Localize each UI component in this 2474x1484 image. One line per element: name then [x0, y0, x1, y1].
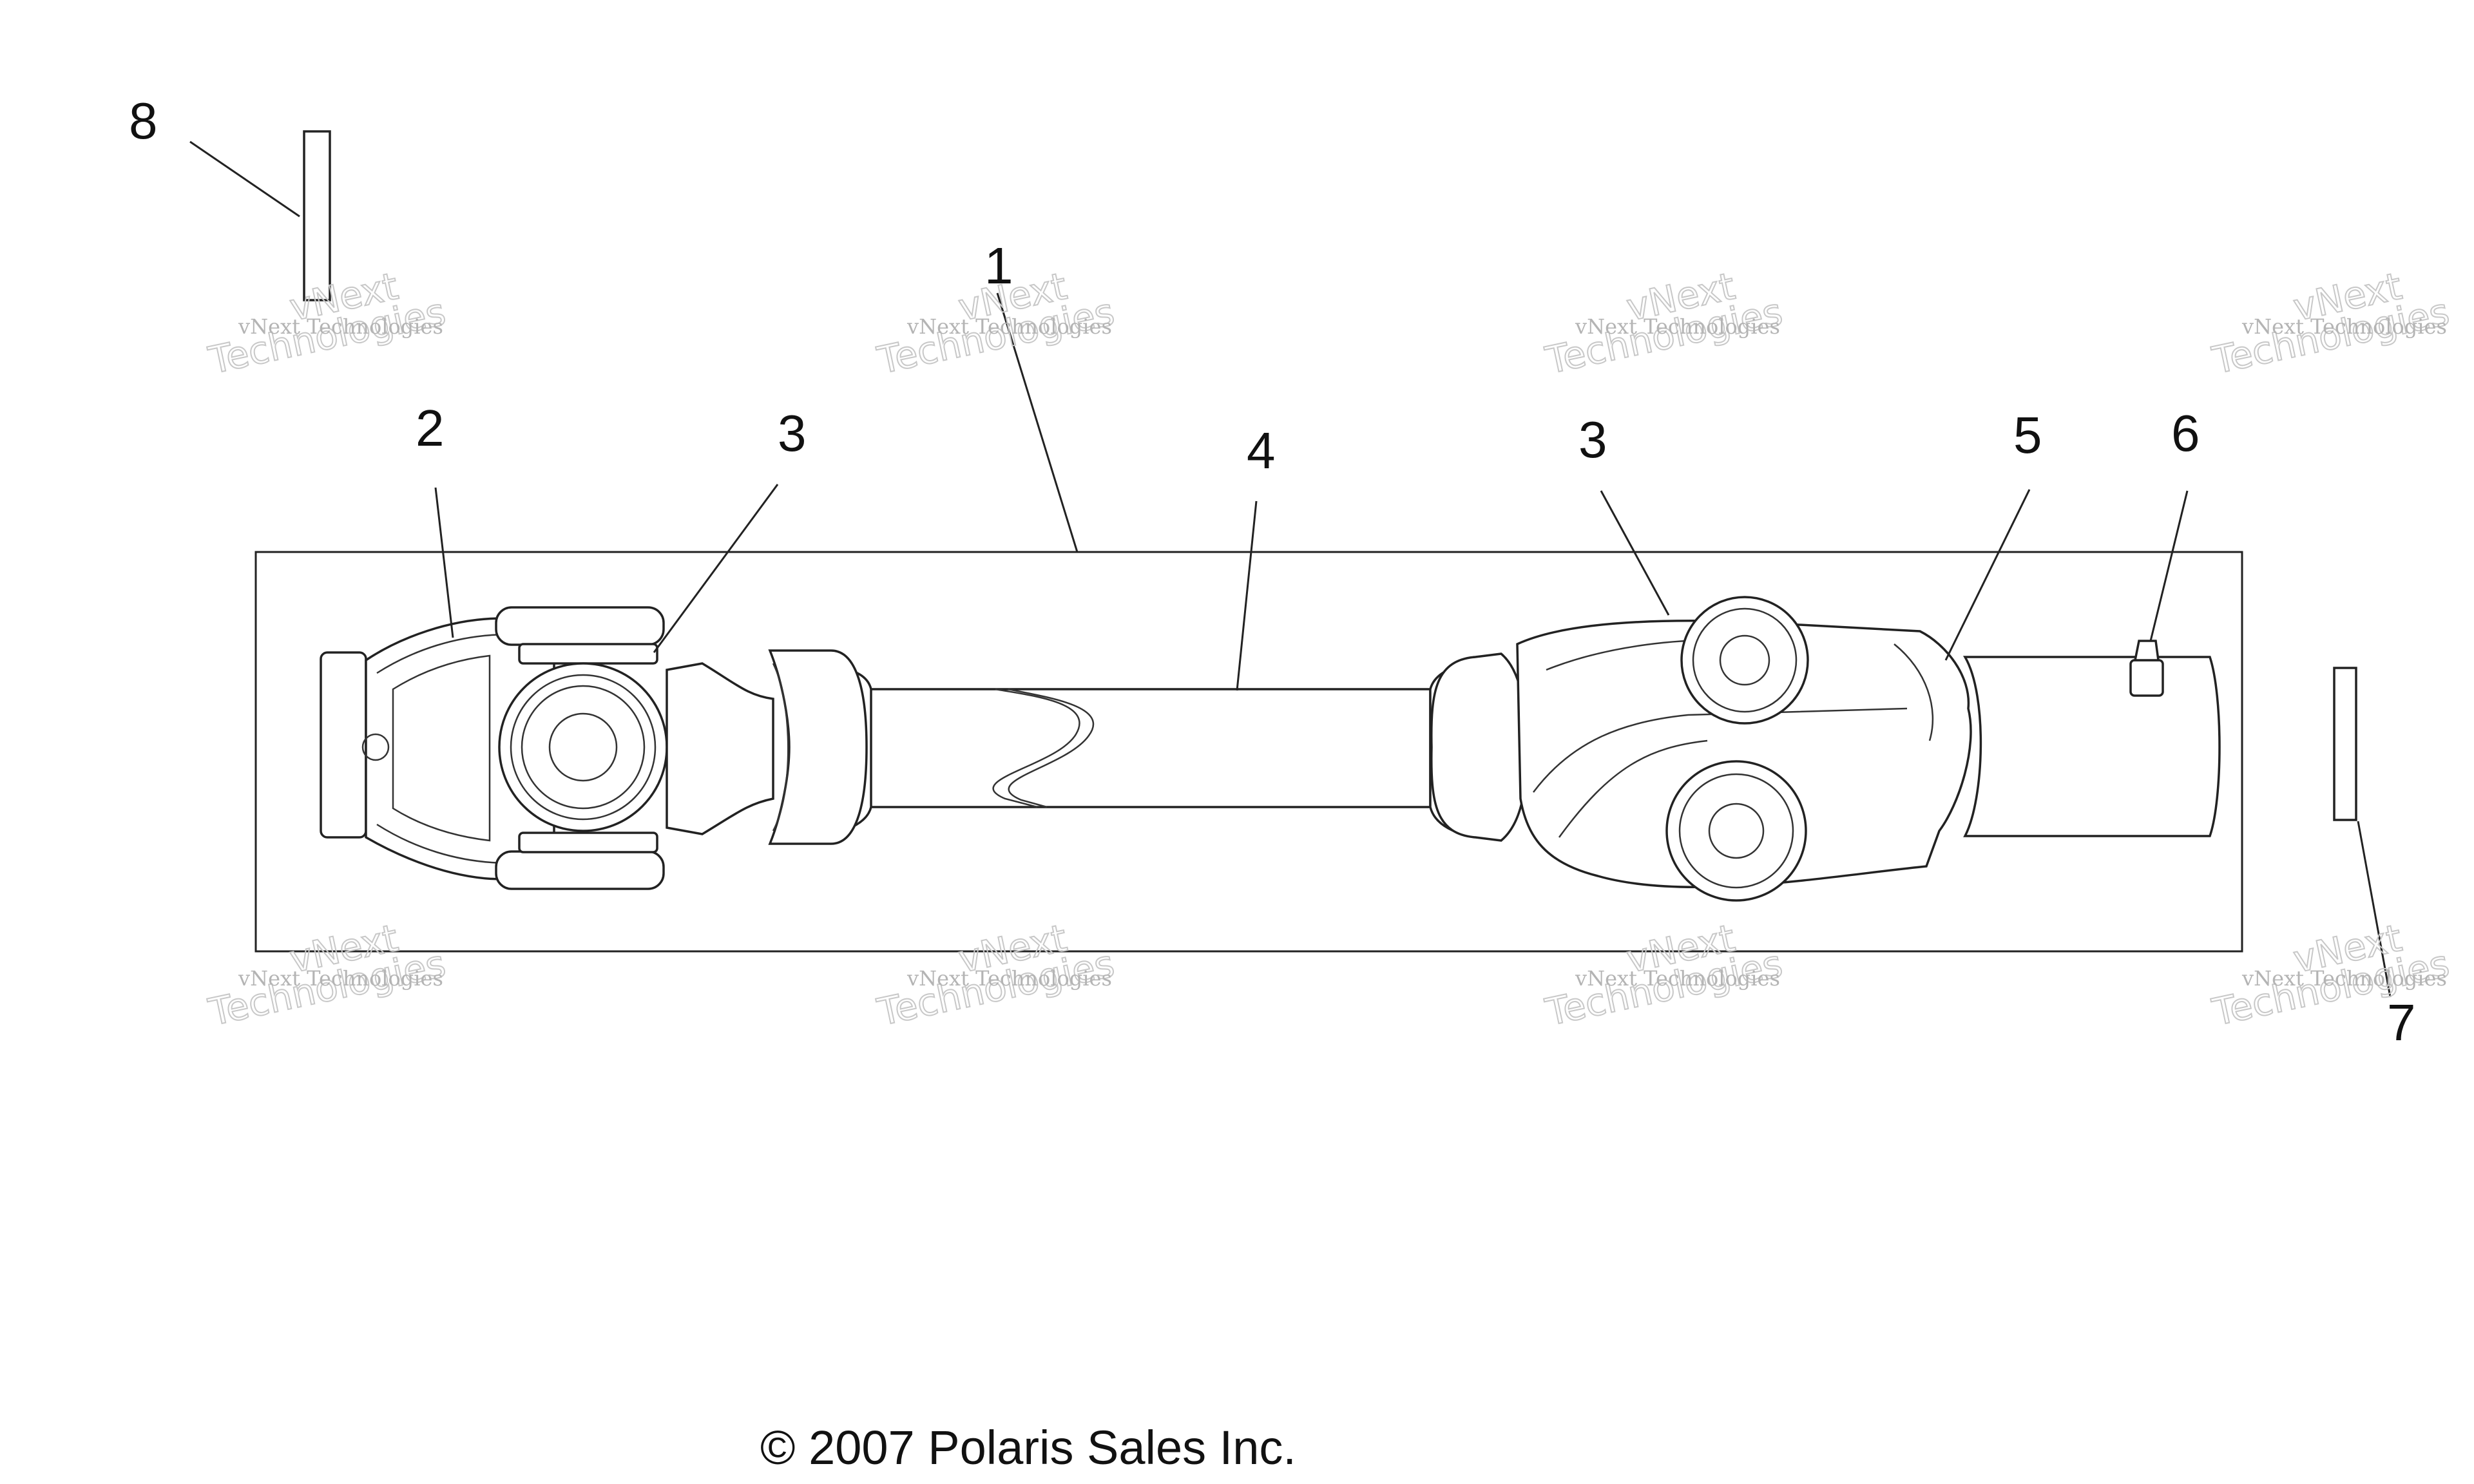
watermark-bottom-3: vNext Technologies vNext Technologies	[1541, 915, 1787, 1035]
watermark-top-3: vNext Technologies vNext Technologies	[1541, 263, 1787, 383]
watermark-bottom-1: vNext Technologies vNext Technologies	[204, 915, 450, 1035]
leader-lines	[189, 140, 2392, 998]
part-3-right-cross-bearing-upper	[1680, 596, 1809, 725]
left-slip-yoke	[666, 649, 868, 845]
callout-2: 2	[416, 399, 445, 457]
part-3-left-cross-bearing	[498, 662, 668, 832]
part-6-grease-fitting	[2129, 640, 2164, 697]
callout-8: 8	[129, 92, 158, 149]
callout-1: 1	[984, 237, 1013, 294]
part-7-bar	[2333, 667, 2357, 821]
watermark-text: vNext Technologies	[238, 966, 443, 991]
callout-5: 5	[2013, 406, 2042, 464]
callout-3-left: 3	[778, 404, 807, 462]
part-2-left-yoke	[320, 606, 665, 890]
watermark-top-2: vNext Technologies vNext Technologies	[873, 263, 1119, 383]
watermark-text: vNext Technologies	[906, 966, 1112, 991]
part-4-shaft	[830, 661, 1470, 838]
watermark-text: vNext Technologies	[2241, 314, 2447, 339]
assembly-boundary-box	[254, 551, 2243, 953]
part-8-bar	[303, 130, 331, 301]
watermark-text: vNext Technologies	[238, 314, 443, 339]
right-slip-yoke	[1430, 652, 1528, 842]
watermark-top-4: vNext Technologies vNext Technologies	[2208, 263, 2454, 383]
watermark-text: vNext Technologies	[906, 314, 1112, 339]
watermark-text: vNext Technologies	[1575, 966, 1780, 991]
callout-7: 7	[2387, 994, 2416, 1051]
part-5-right-yoke	[1516, 620, 2221, 889]
watermark-text: vNext Technologies	[1575, 314, 1780, 339]
watermark-text: vNext Technologies	[2241, 966, 2447, 991]
watermark-top-1: vNext Technologies vNext Technologies	[204, 263, 450, 383]
callout-3-right: 3	[1578, 411, 1607, 468]
callout-6: 6	[2171, 404, 2200, 462]
copyright-notice: © 2007 Polaris Sales Inc.	[760, 1421, 1296, 1474]
watermark-bottom-4: vNext Technologies vNext Technologies	[2208, 915, 2454, 1035]
callout-4: 4	[1247, 422, 1276, 479]
part-3-right-cross-bearing-lower	[1665, 760, 1807, 902]
watermark-bottom-2: vNext Technologies vNext Technologies	[873, 915, 1119, 1035]
